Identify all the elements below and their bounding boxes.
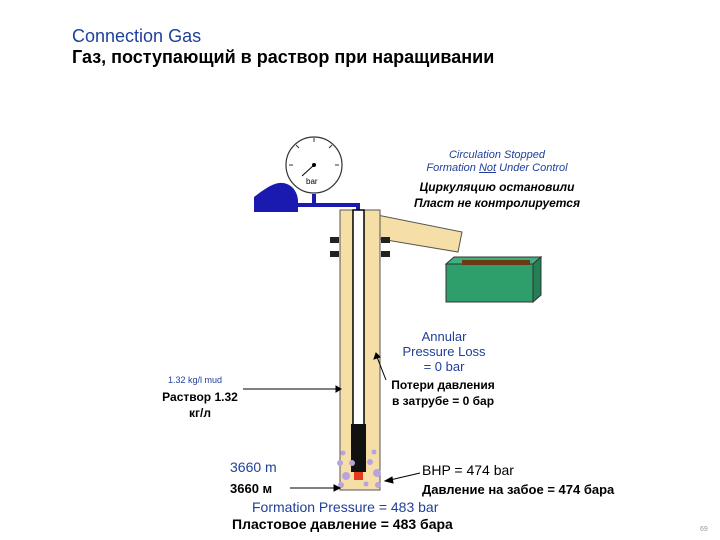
mud-pit <box>444 255 543 304</box>
bop-flanges <box>330 237 390 257</box>
circulation-status-russian-line2: Пласт не контролируется <box>413 196 581 210</box>
annular-pressure-loss-russian: Потери давления в затрубе = 0 бар <box>391 378 495 408</box>
formation-pressure-russian: Пластовое давление = 483 бара <box>232 516 453 532</box>
circulation-status-russian: Циркуляцию остановили Пласт не контролир… <box>394 179 600 211</box>
title-russian: Газ, поступающий в раствор при наращиван… <box>72 47 495 67</box>
annotation-arrows <box>243 352 421 492</box>
page-number: 69 <box>700 526 708 533</box>
mud-weight-english: 1.32 kg/l mud <box>168 375 223 385</box>
mud-weight-russian: Раствор 1.32 кг/л <box>162 390 238 420</box>
circulation-status-russian-line1: Циркуляцию остановили <box>419 180 575 194</box>
bhp-english: BHP = 474 bar <box>422 462 514 478</box>
depth-russian: 3660 м <box>230 481 273 496</box>
gas-bubbles <box>337 449 381 488</box>
annular-pressure-loss-english: Annular Pressure Loss = 0 bar <box>402 329 486 374</box>
circulation-status-english-line2: Formation Not Under Control <box>426 162 568 174</box>
drill-string <box>352 209 365 429</box>
drill-bit <box>354 472 363 480</box>
drill-collar <box>351 424 366 472</box>
depth-english: 3660 m <box>230 459 277 475</box>
circulation-status-english: Circulation Stopped Formation Not Under … <box>412 149 582 175</box>
gauge-unit-label: bar <box>306 177 318 186</box>
title-english: Connection Gas <box>72 26 202 46</box>
formation-pressure-english: Formation Pressure = 483 bar <box>252 499 439 515</box>
bhp-russian: Давление на забое = 474 бара <box>422 482 615 497</box>
pressure-gauge <box>285 136 343 194</box>
mud-pump <box>254 182 298 212</box>
circulation-status-english-line1: Circulation Stopped <box>448 149 545 161</box>
standpipe <box>298 194 360 212</box>
